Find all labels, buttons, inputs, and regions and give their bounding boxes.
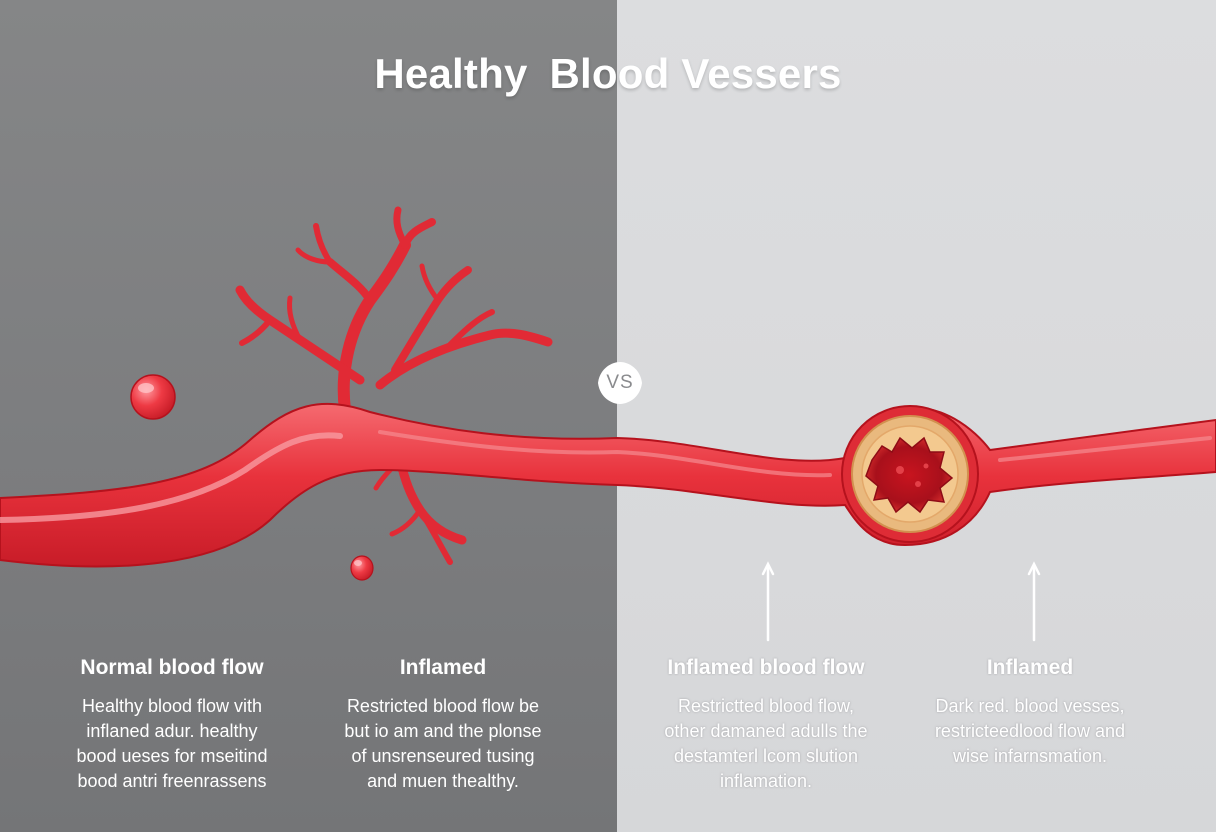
- caption-body: Restricted blood flow be but io am and t…: [308, 694, 578, 794]
- caption-line: destamterl lcom slution: [673, 746, 859, 766]
- up-arrow-icon: [1027, 561, 1041, 642]
- capillary-branches: [235, 206, 553, 565]
- caption-body: Dark red. blood vesses, restricteedlood …: [895, 694, 1165, 769]
- caption-normal-blood-flow: Normal blood flow Healthy blood flow vit…: [37, 656, 307, 794]
- caption-line: bood antri freenrassens: [77, 771, 267, 791]
- blood-cell-icon: [130, 374, 176, 420]
- caption-body: Healthy blood flow vith inflaned adur. h…: [37, 694, 307, 794]
- caption-line: and muen thealthy.: [367, 771, 519, 791]
- title-part-1: Healthy: [374, 50, 528, 97]
- caption-line: restricteedlood flow and: [934, 721, 1126, 741]
- main-vessel: [0, 402, 1216, 568]
- caption-heading: Inflamed: [399, 656, 487, 679]
- page-title: Healthy Blood Vessers: [0, 50, 1216, 98]
- caption-line: wise infarnsmation.: [952, 746, 1108, 766]
- caption-heading: Inflamed: [986, 656, 1074, 679]
- caption-inflamed-right: Inflamed Dark red. blood vesses, restric…: [895, 656, 1165, 769]
- up-arrow-icon: [761, 561, 775, 642]
- caption-line: Restricted blood flow be: [346, 696, 540, 716]
- caption-line: inflamation.: [719, 771, 813, 791]
- caption-line: inflaned adur. healthy: [86, 721, 258, 741]
- caption-inflamed-left: Inflamed Restricted blood flow be but io…: [308, 656, 578, 794]
- caption-line: Restrictted blood flow,: [677, 696, 855, 716]
- vs-badge-icon: [584, 362, 656, 404]
- blood-drop-icon: [350, 555, 374, 581]
- caption-heading: Inflamed blood flow: [667, 656, 865, 679]
- caption-line: bood ueses for mseitind: [76, 746, 268, 766]
- inflamed-cross-section: [841, 405, 979, 543]
- caption-line: Healthy blood flow vith: [81, 696, 263, 716]
- caption-heading: Normal blood flow: [80, 656, 264, 679]
- vs-label: VS: [606, 372, 634, 393]
- caption-line: Dark red. blood vesses,: [935, 696, 1125, 716]
- caption-line: but io am and the plonse: [344, 721, 542, 741]
- title-part-2: Blood Vessers: [549, 50, 842, 97]
- caption-line: of unsrenseured tusing: [351, 746, 535, 766]
- caption-body: Restrictted blood flow, other damaned ad…: [631, 694, 901, 794]
- caption-line: other damaned adulls the: [664, 721, 868, 741]
- caption-inflamed-blood-flow: Inflamed blood flow Restrictted blood fl…: [631, 656, 901, 794]
